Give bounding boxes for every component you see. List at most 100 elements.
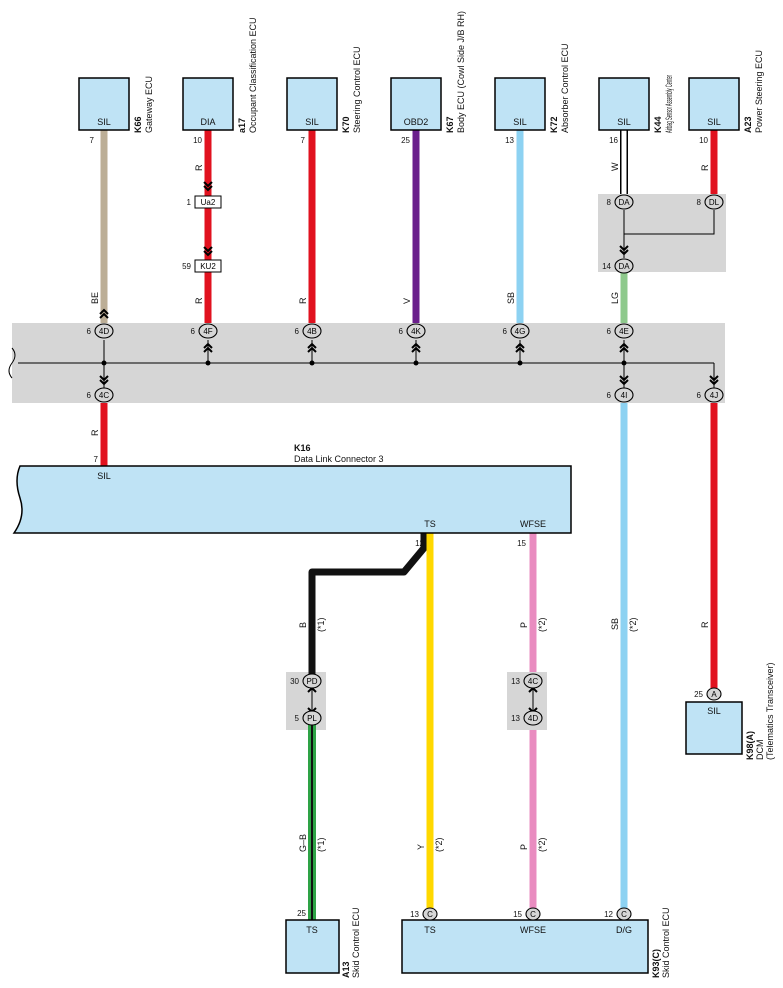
- wire-label-a17-r1: R: [194, 164, 204, 171]
- a23-name: Power Steering ECU: [754, 50, 764, 133]
- conn-4c-lower: 4C 13: [511, 673, 543, 689]
- k93-code: K93(C): [651, 949, 661, 978]
- label-top_ecus-0-junction_conn: 4D: [99, 327, 109, 336]
- wire-label-k44-lg: LG: [610, 292, 620, 304]
- label-pd_junction-1-conn: PL: [307, 714, 317, 723]
- conn-pl: PL 5: [295, 710, 322, 726]
- dlc-wfse-pin: 15: [517, 539, 526, 548]
- dcm-name: DCM: [755, 740, 765, 761]
- k93-name: Skid Control ECU: [661, 907, 671, 978]
- a17-name: Occupant Classification ECU: [248, 17, 258, 133]
- conn-4j: 4J 6: [697, 387, 724, 403]
- wire-label-k44-w: W: [610, 162, 620, 171]
- label-lower_junction-1-pin: 6: [607, 391, 612, 400]
- k67-pin: 25: [401, 136, 410, 145]
- label-top_ecus-2-junction_conn: 4B: [307, 327, 317, 336]
- conn-pd: PD 30: [290, 673, 322, 689]
- conn-4d-lower: 4D 13: [511, 710, 543, 726]
- wire-label-gb-note: (*1): [316, 837, 326, 852]
- label-lower_junction-2-pin: 6: [697, 391, 702, 400]
- a13-name: Skid Control ECU: [351, 907, 361, 978]
- wire-label-gb: G–B: [298, 834, 308, 852]
- ecu-skid-a13: TS 25 A13 Skid Control ECU: [285, 907, 361, 978]
- inline-connector-ua2: Ua2 1: [187, 195, 222, 209]
- a17-pin: 10: [193, 136, 202, 145]
- wire-ts-b: [308, 533, 428, 674]
- a17-terminal: DIA: [200, 117, 215, 127]
- label-skid_k93-terminals-2-conn: C: [621, 910, 627, 919]
- k67-code: K67: [445, 116, 455, 133]
- conn-da-bottom: DA 14: [602, 258, 634, 274]
- wire-label-sb-note: (*2): [628, 617, 638, 632]
- k70-pin: 7: [301, 136, 306, 145]
- a23-code: A23: [743, 116, 753, 133]
- k44-pin: 16: [609, 136, 618, 145]
- wire-label-4j-r: R: [700, 621, 710, 628]
- dlc-ts-pin: 12: [415, 539, 424, 548]
- ecu-k67: OBD2 25 K67 Body ECU (Cowl Side J/B RH): [390, 11, 466, 145]
- k66-code: K66: [133, 116, 143, 133]
- conn-dl: DL 8: [697, 194, 724, 210]
- k70-name: Steering Control ECU: [352, 46, 362, 133]
- label-pd_junction-0-conn: PD: [306, 677, 317, 686]
- dlc-sil-pin: 7: [94, 455, 99, 464]
- airbag-junction-line-h: [624, 210, 715, 235]
- label-lower_junction-0-pin: 6: [87, 391, 92, 400]
- label-skid_k93-terminals-2-pin: 12: [604, 910, 613, 919]
- ecu-a23: SIL 10 A23 Power Steering ECU: [688, 50, 764, 145]
- label-pd_junction-0-pin: 30: [290, 677, 299, 686]
- label-top_ecus-2-junction_pin: 6: [295, 327, 300, 336]
- label-airbag_junction-0-conn: DA: [618, 198, 630, 207]
- wire-label-a17-r2: R: [194, 297, 204, 304]
- k72-terminal: SIL: [513, 117, 527, 127]
- label-lower_junction-2-conn: 4J: [710, 391, 718, 400]
- wire-label-k67-v: V: [402, 298, 412, 304]
- wire-label-y: Y: [416, 844, 426, 850]
- ecu-a17: DIA 10 a17 Occupant Classification ECU: [182, 17, 258, 145]
- conn-4c: 4C 6: [87, 387, 114, 403]
- label-top_ecus-3-junction_pin: 6: [399, 327, 404, 336]
- label-c_junction-1-pin: 13: [511, 714, 520, 723]
- a13-terminal: TS: [306, 925, 318, 935]
- k44-name: Airbag Sensor Assembly Center: [664, 75, 674, 133]
- k93-wfse-label: WFSE: [520, 925, 546, 935]
- ecu-k44: SIL 16 K44 Airbag Sensor Assembly Center: [598, 75, 674, 145]
- ecu-k72: SIL 13 K72 Absorber Control ECU: [494, 43, 570, 145]
- label-c_junction-0-conn: 4C: [528, 677, 538, 686]
- wire-label-be: BE: [90, 292, 100, 304]
- label-airbag_junction-2-conn: DA: [618, 262, 630, 271]
- conn-4k: 4K 6: [399, 323, 426, 339]
- ecu-k66: SIL 7 K66 Gateway ECU: [78, 76, 154, 145]
- a13-code: A13: [341, 961, 351, 978]
- label-airbag_junction-0-pin: 8: [607, 198, 612, 207]
- wire-label-4c-r: R: [90, 429, 100, 436]
- dcm-conn: A: [711, 690, 717, 699]
- label-airbag_junction-1-conn: DL: [709, 198, 720, 207]
- label-lower_junction-0-conn: 4C: [99, 391, 109, 400]
- label-lower_junction-1-conn: 4I: [621, 391, 628, 400]
- label-top_ecus-4-junction_conn: 4G: [515, 327, 526, 336]
- k93-dg-label: D/G: [616, 925, 632, 935]
- conn-4i: 4I 6: [607, 387, 634, 403]
- wire-label-b: B: [298, 622, 308, 628]
- k67-terminal: OBD2: [404, 117, 429, 127]
- ecu-skid-k93: C C C 13 15 12 TS WFSE D/G K93(C) Skid C…: [401, 907, 671, 978]
- label-top_ecus-0-junction_pin: 6: [87, 327, 92, 336]
- conn-4e: 4E 6: [607, 323, 634, 339]
- dlc-wfse-label: WFSE: [520, 519, 546, 529]
- conn-da-top: DA 8: [607, 194, 634, 210]
- wire-label-p: P: [519, 622, 529, 628]
- a13-pin: 25: [297, 909, 306, 918]
- k72-name: Absorber Control ECU: [560, 43, 570, 133]
- k67-name: Body ECU (Cowl Side J/B RH): [456, 11, 466, 133]
- label-top_ecus-1-junction_conn: 4F: [203, 327, 212, 336]
- dlc-sil-label: SIL: [97, 471, 111, 481]
- dlc-code: K16: [294, 443, 311, 453]
- label-airbag_junction-2-pin: 14: [602, 262, 611, 271]
- label-skid_k93-terminals-1-conn: C: [530, 910, 536, 919]
- k70-terminal: SIL: [305, 117, 319, 127]
- k66-name: Gateway ECU: [144, 76, 154, 133]
- dcm-pin: 25: [694, 690, 703, 699]
- inline-connector-ku2: KU2 59: [182, 259, 222, 273]
